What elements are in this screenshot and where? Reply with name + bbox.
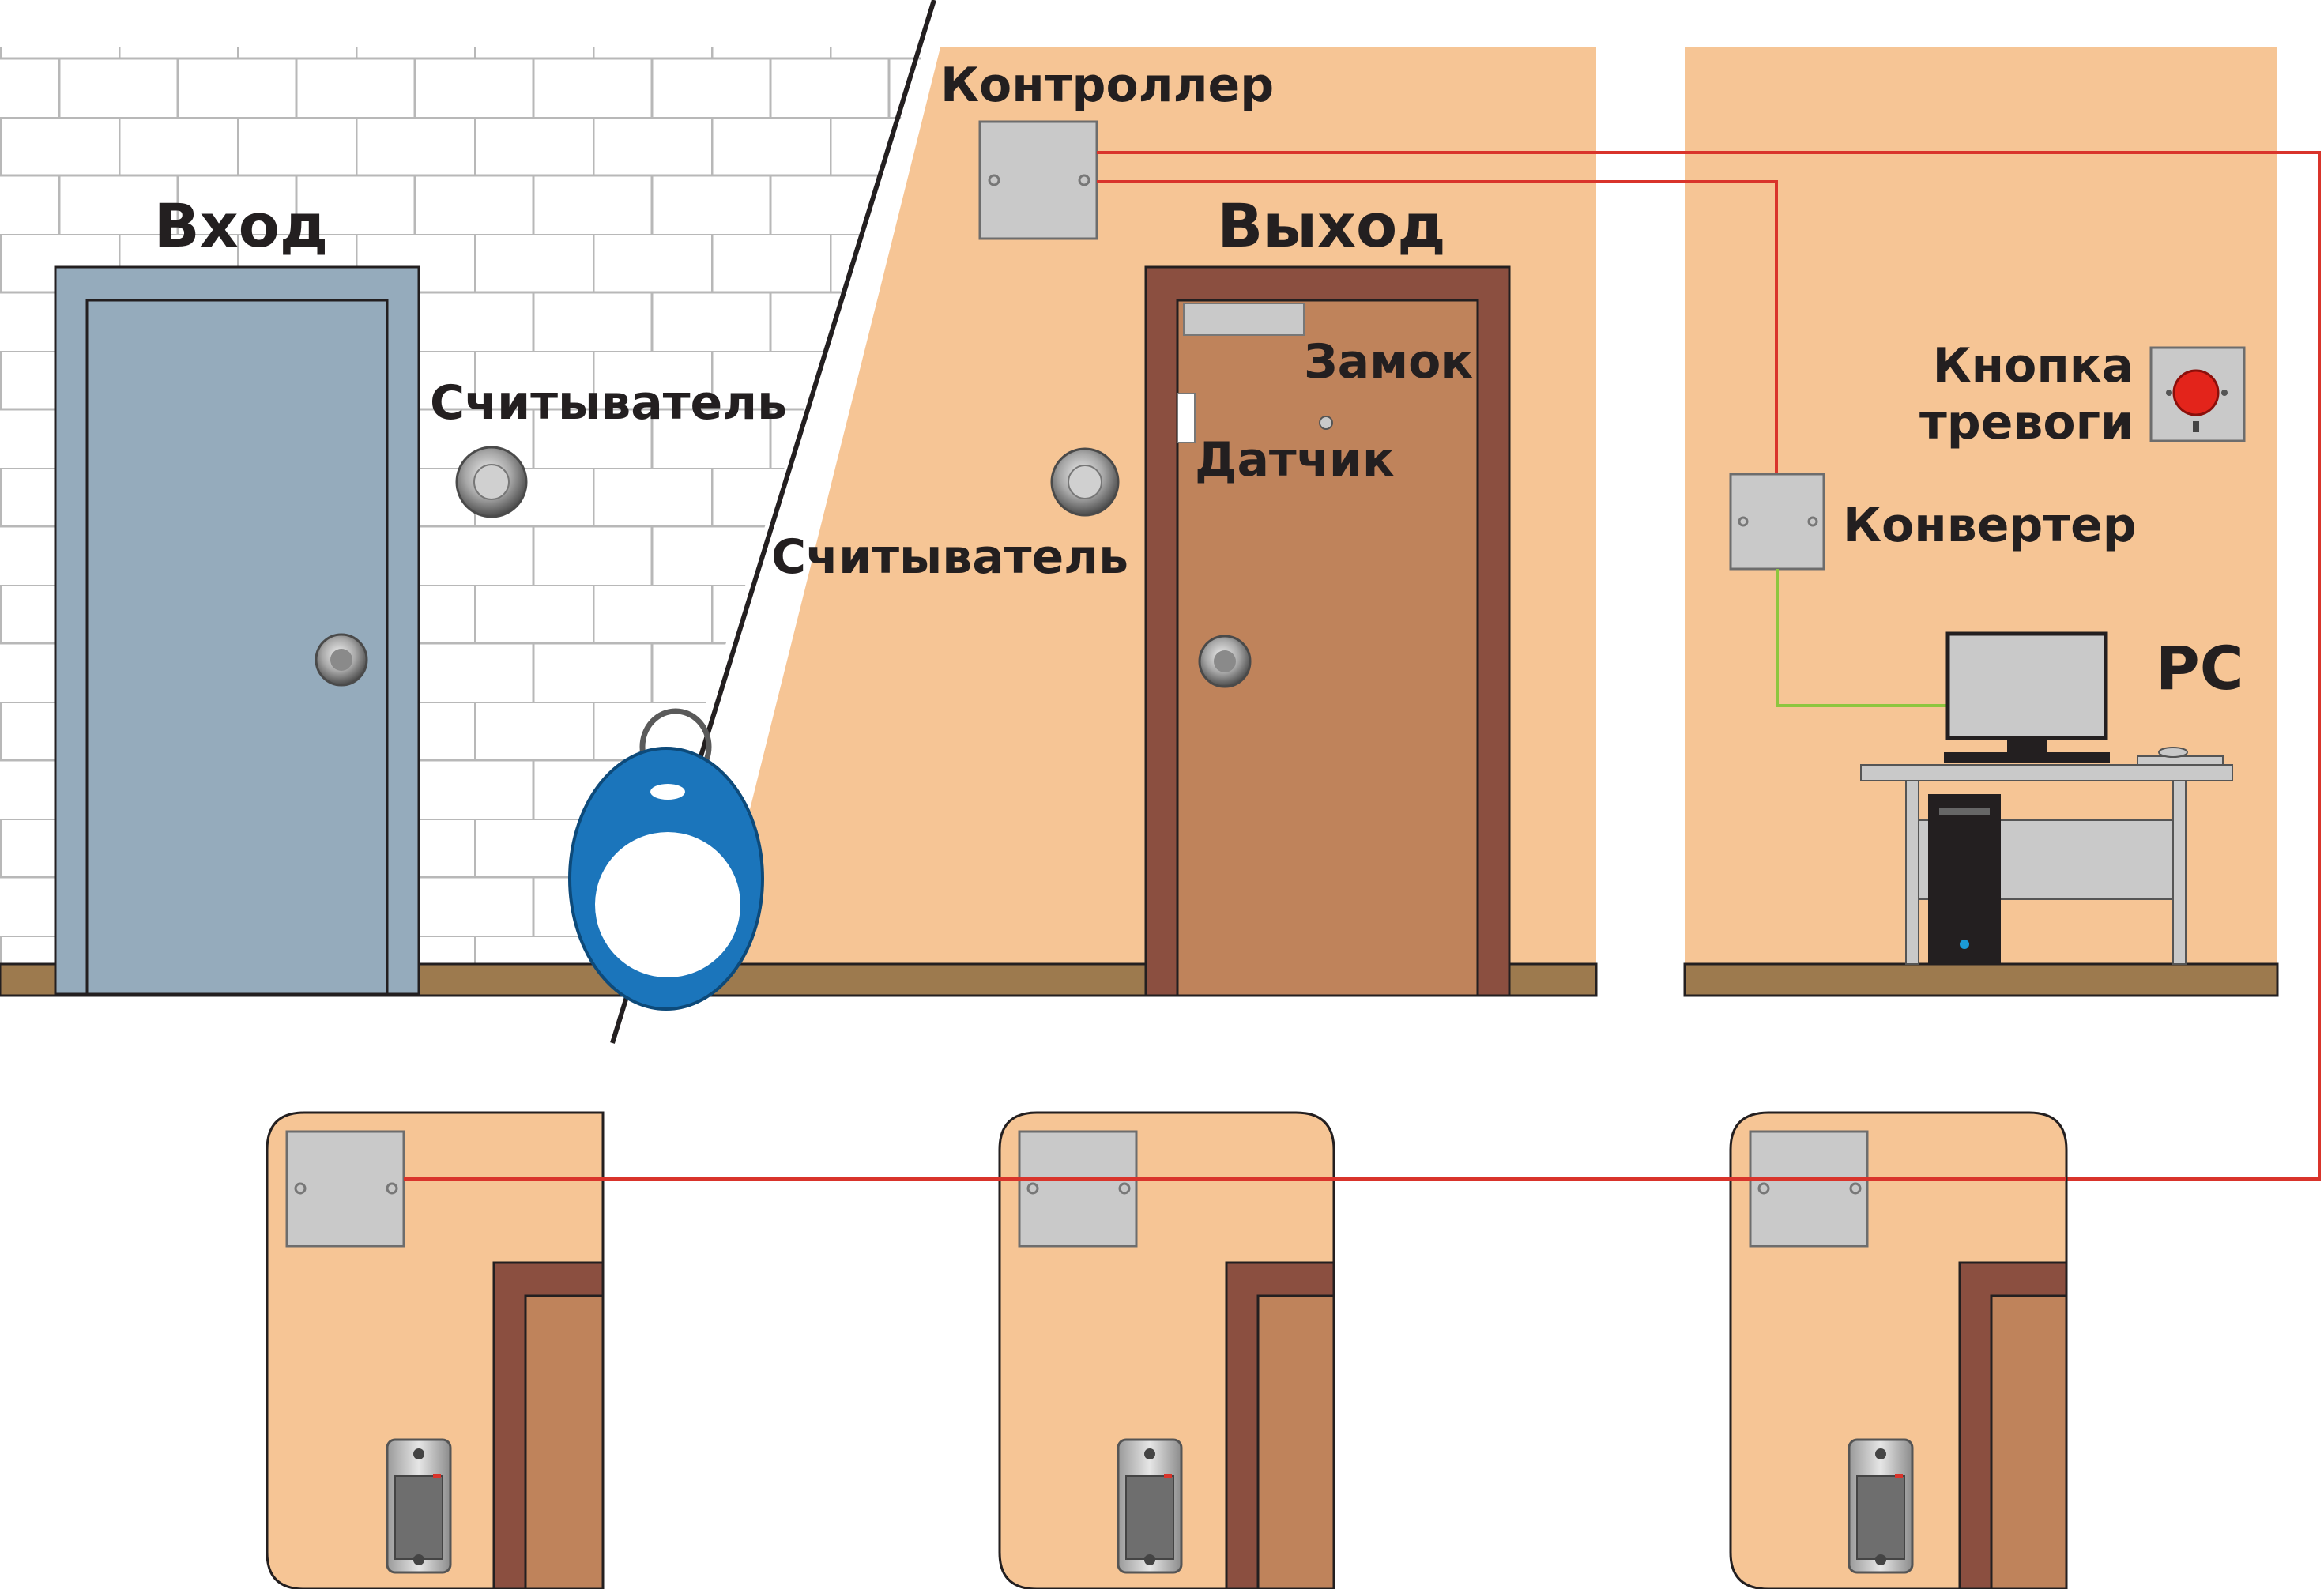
pc-tower-icon — [1928, 794, 2001, 964]
door-sensor-icon — [1177, 393, 1196, 443]
wire-controller-bus — [1097, 151, 2321, 1181]
converter-label: Конвертер — [1843, 498, 2137, 553]
reader-right-label: Считыватель — [771, 529, 1128, 585]
keyfob-icon[interactable] — [568, 708, 764, 1011]
keyboard-icon — [2137, 755, 2224, 766]
monitor-icon — [1945, 631, 2108, 740]
remote-reader-3-icon[interactable] — [1848, 1438, 1914, 1574]
entry-label: Вход — [154, 190, 329, 261]
controller-label: Контроллер — [940, 58, 1274, 113]
remote-door-1 — [266, 1111, 605, 1591]
reader-left-label: Считыватель — [430, 375, 787, 431]
reader-right-icon[interactable] — [1050, 447, 1120, 517]
alarm-label-line2: тревоги — [1919, 395, 2134, 450]
pc-workstation-icon[interactable] — [1860, 631, 2233, 965]
remote-door-2 — [998, 1111, 1335, 1591]
remote-controller-1-box[interactable] — [285, 1130, 405, 1248]
floor-strip-pc — [1683, 962, 2279, 997]
controller-box[interactable] — [978, 120, 1098, 240]
mouse-icon — [2158, 747, 2188, 758]
exit-door — [1144, 266, 1511, 997]
remote-controller-2-box[interactable] — [1018, 1130, 1138, 1248]
lock-keyhole-icon — [1319, 416, 1333, 430]
wire-converter-pc — [1776, 569, 1948, 707]
lock-label: Замок — [1304, 334, 1473, 390]
lock-icon — [1183, 303, 1305, 336]
pc-label: PC — [2156, 633, 2243, 703]
remote-door-3 — [1729, 1111, 2068, 1591]
reader-left-icon[interactable] — [455, 446, 528, 518]
wire-controller-converter — [1097, 180, 1778, 474]
remote-reader-2-icon[interactable] — [1117, 1438, 1183, 1574]
converter-box[interactable] — [1729, 473, 1825, 571]
alarm-label-line1: Кнопка — [1933, 338, 2134, 394]
entry-door — [54, 266, 420, 996]
remote-reader-1-icon[interactable] — [386, 1438, 452, 1574]
sensor-label: Датчик — [1195, 432, 1395, 488]
alarm-button-icon[interactable] — [2149, 346, 2246, 442]
remote-controller-3-box[interactable] — [1749, 1130, 1869, 1248]
exit-label: Выход — [1217, 190, 1445, 261]
desk-icon — [1860, 764, 2233, 781]
